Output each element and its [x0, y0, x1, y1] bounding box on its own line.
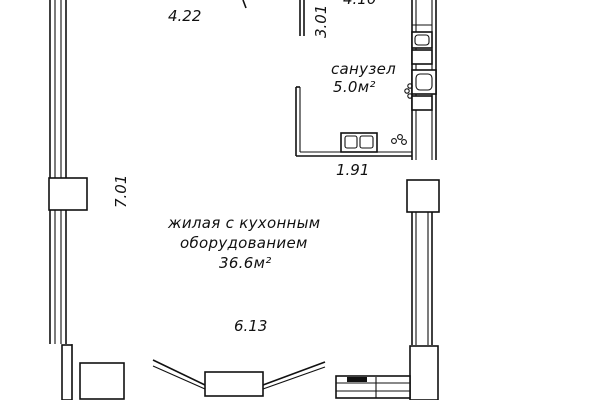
- dimension-top-right: 4.10: [343, 0, 376, 8]
- living-room-name-line2: оборудованием: [180, 234, 308, 252]
- sink-fixture: [340, 132, 378, 153]
- left-column: [48, 177, 88, 211]
- dimension-bathroom-width: 1.91: [336, 161, 369, 179]
- bathroom-name: санузел: [331, 60, 396, 78]
- right-column: [406, 179, 440, 213]
- bottom-window: [204, 371, 264, 397]
- dimension-top-width: 4.22: [168, 7, 201, 25]
- left-bottom-pier: [61, 344, 73, 400]
- dimension-bathroom-height: 3.01: [312, 5, 330, 38]
- bottom-left-block: [79, 362, 125, 400]
- living-room-area: 36.6м²: [219, 254, 272, 272]
- top-partitions: [242, 0, 305, 36]
- right-bottom-pier: [409, 345, 439, 400]
- bathroom-fixtures: [340, 24, 437, 153]
- dimension-living-height: 7.01: [112, 175, 130, 208]
- left-exterior-wall: [48, 0, 88, 400]
- bathroom-area: 5.0м²: [333, 78, 376, 96]
- dimension-living-width: 6.13: [234, 317, 267, 335]
- bottom-wall: [71, 344, 411, 400]
- bathroom-partition: [295, 86, 412, 157]
- living-room-name-line1: жилая с кухонным: [167, 214, 320, 232]
